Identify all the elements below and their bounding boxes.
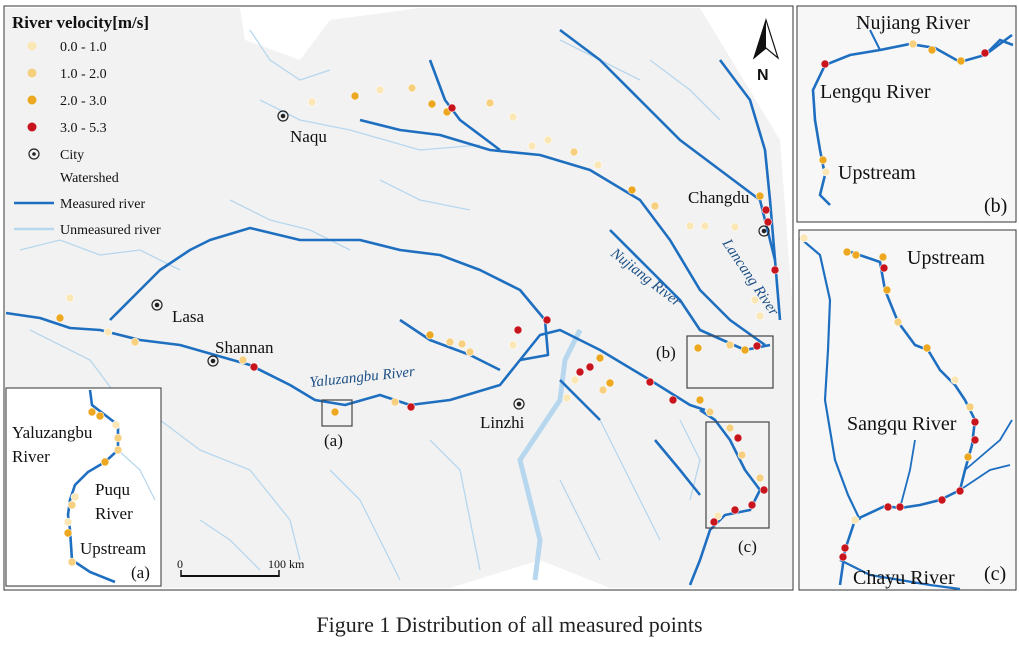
legend: River velocity[m/s] 0.0 - 1.0 1.0 - 2.0 … bbox=[12, 13, 161, 238]
city-naqu-icon bbox=[277, 110, 289, 122]
legend-label-3: 3.0 - 5.3 bbox=[60, 121, 107, 136]
city-label-naqu: Naqu bbox=[290, 127, 327, 146]
city-label-changdu: Changdu bbox=[688, 188, 750, 207]
legend-watershed-label: Watershed bbox=[60, 171, 119, 186]
legend-label-2: 2.0 - 3.0 bbox=[60, 94, 107, 109]
city-linzhi-icon bbox=[513, 398, 525, 410]
legend-watershed-swatch bbox=[14, 171, 54, 183]
extent-box-b bbox=[686, 335, 774, 389]
box-label-c: (c) bbox=[738, 537, 757, 556]
inset-b-tag: (b) bbox=[984, 195, 1007, 217]
inset-c-upstream-label: Upstream bbox=[907, 247, 985, 269]
legend-swatch-3 bbox=[27, 122, 37, 132]
legend-swatch-2 bbox=[27, 95, 37, 105]
north-label: N bbox=[757, 67, 769, 84]
extent-box-c bbox=[705, 421, 770, 529]
inset-b: Nujiang River Lengqu River Upstream (b) bbox=[796, 5, 1017, 223]
legend-city-icon bbox=[28, 148, 40, 160]
scale-start: 0 bbox=[177, 557, 183, 571]
box-label-b: (b) bbox=[656, 343, 676, 362]
cities bbox=[151, 110, 770, 410]
extent-boxes bbox=[321, 335, 774, 529]
inset-b-watershed bbox=[798, 7, 1015, 221]
city-lasa-icon bbox=[151, 299, 163, 311]
inset-b-upstream-label: Upstream bbox=[838, 162, 916, 184]
unmeasured-main-stem bbox=[517, 328, 583, 581]
north-arrow-icon: N bbox=[752, 18, 780, 84]
inset-a-frame bbox=[5, 387, 162, 587]
inset-a-upstream-label: Upstream bbox=[80, 539, 146, 558]
inset-c-tag: (c) bbox=[984, 563, 1006, 585]
city-label-linzhi: Linzhi bbox=[480, 413, 525, 432]
watershed-area bbox=[5, 8, 792, 588]
scale-end: 100 km bbox=[268, 557, 305, 571]
figure-caption: Figure 1 Distribution of all measured po… bbox=[316, 612, 703, 637]
legend-label-0: 0.0 - 1.0 bbox=[60, 40, 107, 55]
city-changdu-icon bbox=[758, 225, 770, 237]
inset-c-sangqu-label: Sangqu River bbox=[847, 413, 957, 435]
measured-points-main bbox=[55, 83, 780, 527]
legend-label-1: 1.0 - 2.0 bbox=[60, 67, 107, 82]
inset-c-watershed bbox=[800, 231, 1015, 589]
inset-b-nujiang-label: Nujiang River bbox=[856, 12, 970, 34]
inset-c-chayu-label: Chayu River bbox=[853, 567, 955, 589]
legend-swatch-1 bbox=[27, 68, 37, 78]
legend-measured-label: Measured river bbox=[60, 197, 145, 212]
city-label-lasa: Lasa bbox=[172, 307, 205, 326]
inset-a-tag: (a) bbox=[131, 563, 150, 582]
inset-b-lengqu-label: Lengqu River bbox=[820, 81, 931, 103]
legend-unmeasured-label: Unmeasured river bbox=[60, 223, 161, 238]
main-map: Naqu Changdu Lasa Shannan Linzhi Yaluzan… bbox=[3, 5, 794, 591]
legend-title: River velocity[m/s] bbox=[12, 13, 149, 32]
box-label-a: (a) bbox=[324, 431, 343, 450]
extent-box-a bbox=[321, 399, 353, 427]
legend-swatch-0 bbox=[27, 41, 37, 51]
city-shannan-icon bbox=[207, 355, 219, 367]
scale-bar: 0 100 km bbox=[177, 557, 305, 577]
inset-c: Upstream Sangqu River Chayu River (c) bbox=[798, 229, 1017, 591]
city-label-shannan: Shannan bbox=[215, 338, 274, 357]
legend-city-label: City bbox=[60, 148, 84, 163]
